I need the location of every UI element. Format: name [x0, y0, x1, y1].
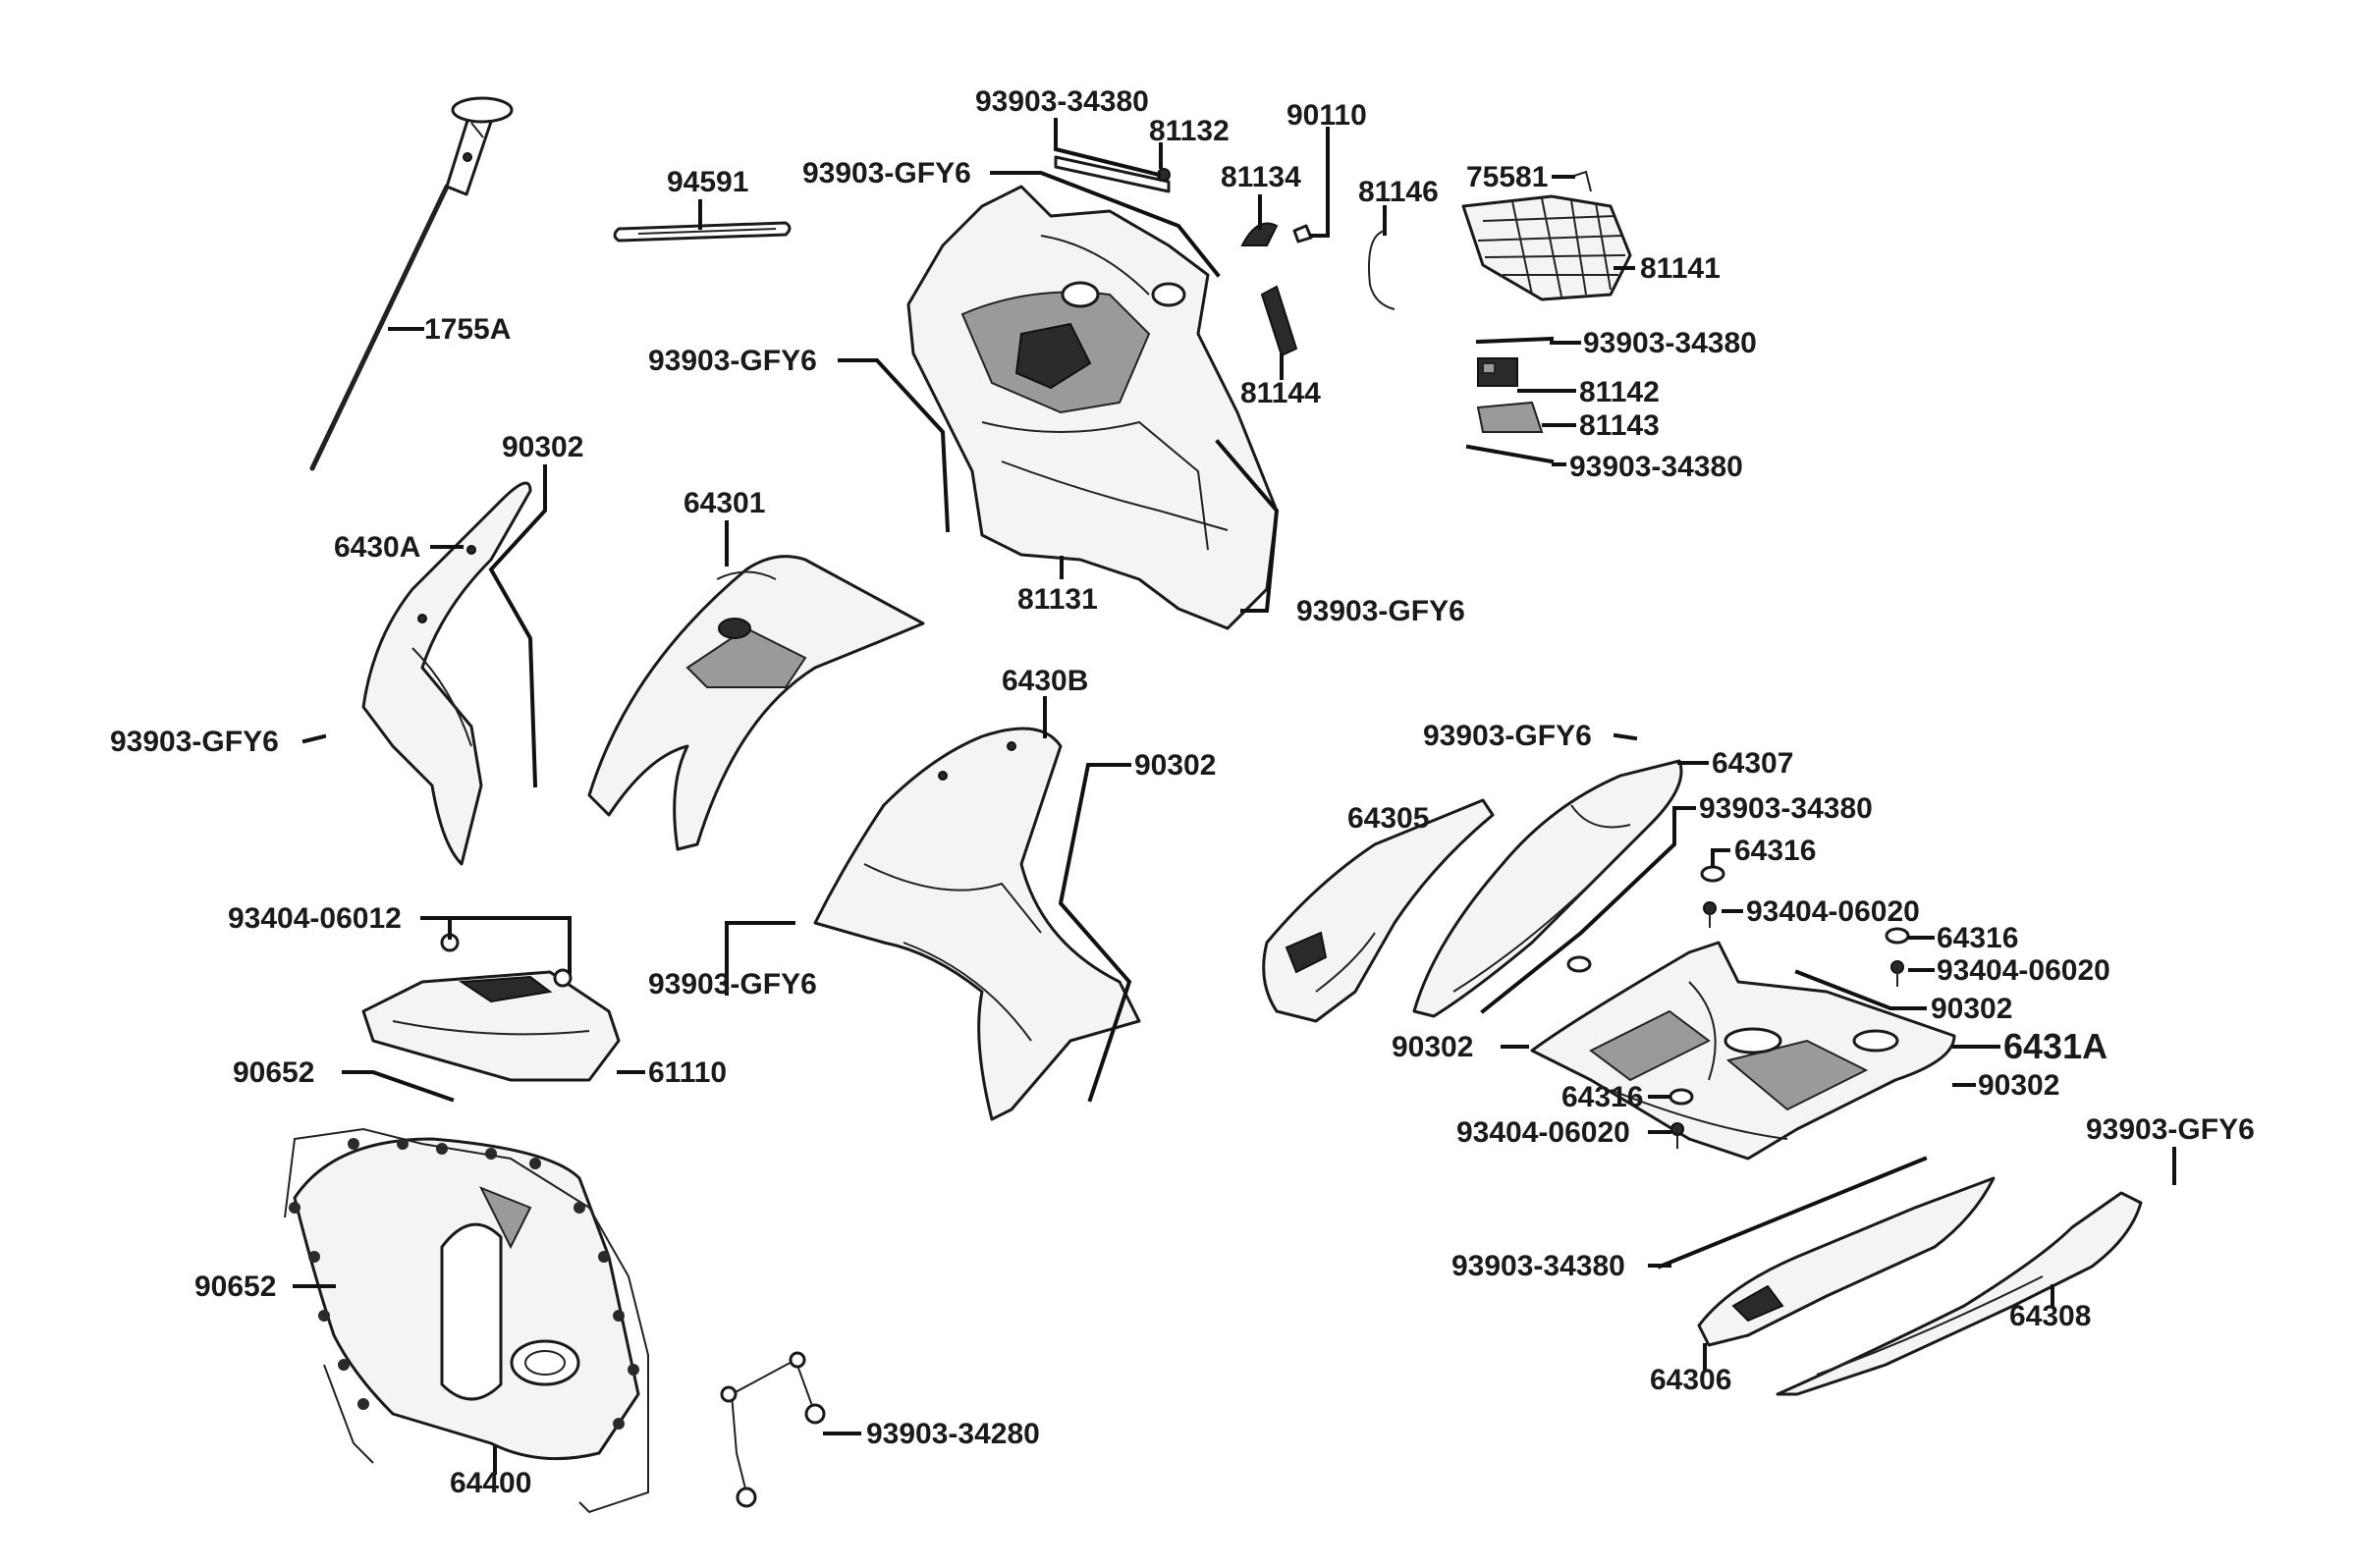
part-64307-drawing [1412, 759, 1683, 1018]
label-64316-c: 64316 [1561, 1081, 1643, 1113]
part-90110-drawing [1292, 224, 1313, 243]
part-75581-drawing [1570, 170, 1592, 192]
part-64301-drawing [587, 555, 925, 851]
label-93903-GFY6-d: 93903-GFY6 [110, 726, 279, 758]
part-6430B-drawing [813, 727, 1141, 1121]
part-81132-drawing [1054, 155, 1171, 193]
part-81131-drawing [906, 185, 1279, 630]
label-90302-e: 90302 [1978, 1069, 2059, 1102]
label-93903-34380-b: 93903-34380 [1451, 1250, 1625, 1282]
label-93404-06012: 93404-06012 [228, 902, 402, 935]
label-61110: 61110 [648, 1056, 727, 1089]
label-93903-34380-r1: 93903-34380 [1583, 327, 1757, 359]
label-93903-34380-r2: 93903-34380 [1569, 451, 1743, 483]
part-90652-clips [284, 1127, 649, 1514]
label-81141: 81141 [1640, 252, 1721, 285]
part-81143-drawing [1476, 401, 1544, 433]
part-strip-34380-right [1465, 336, 1555, 464]
label-93903-GFY6-g: 93903-GFY6 [2086, 1113, 2255, 1146]
label-81144: 81144 [1240, 377, 1321, 409]
part-1755A-drawing [309, 96, 514, 471]
label-93903-GFY6-f: 93903-GFY6 [648, 968, 817, 1000]
label-64305: 64305 [1347, 802, 1429, 835]
label-90302-c: 90302 [1931, 993, 2012, 1025]
callout-labels: 93903-34380 81132 90110 94591 93903-GFY6… [110, 85, 2255, 1499]
label-93903-GFY6-b: 93903-GFY6 [648, 345, 817, 377]
label-1755A: 1755A [424, 313, 511, 346]
label-81142: 81142 [1579, 376, 1660, 408]
label-6430A: 6430A [334, 531, 420, 564]
label-93903-34280: 93903-34280 [866, 1418, 1040, 1450]
part-81142-drawing [1477, 357, 1518, 387]
label-64400: 64400 [450, 1467, 531, 1499]
label-93903-34380-m: 93903-34380 [1699, 792, 1873, 825]
label-6430B: 6430B [1002, 665, 1088, 697]
leader-lines [293, 118, 2176, 1475]
label-93404-06020-a: 93404-06020 [1746, 895, 1920, 928]
label-93903-34380-top: 93903-34380 [975, 85, 1149, 118]
label-64316-b: 64316 [1937, 922, 2018, 954]
label-93903-GFY6-e: 93903-GFY6 [1423, 720, 1592, 752]
label-90652-a: 90652 [233, 1056, 314, 1089]
part-93404-06020-bolts [1566, 901, 1904, 1149]
label-90302-a: 90302 [502, 431, 583, 463]
label-81146: 81146 [1358, 176, 1439, 208]
part-6430A-drawing [361, 481, 532, 866]
label-64301: 64301 [684, 487, 765, 519]
label-75581: 75581 [1466, 161, 1548, 193]
label-93903-GFY6-a: 93903-GFY6 [802, 157, 971, 189]
label-93404-06020-c: 93404-06020 [1456, 1116, 1630, 1149]
part-64305-drawing [1262, 798, 1495, 1023]
label-64306: 64306 [1650, 1364, 1731, 1396]
label-64308: 64308 [2009, 1300, 2091, 1332]
label-93404-06020-b: 93404-06020 [1937, 954, 2110, 987]
label-81143: 81143 [1579, 409, 1660, 442]
label-90652-b: 90652 [194, 1271, 276, 1303]
label-90110: 90110 [1286, 99, 1367, 132]
part-81146-drawing [1368, 230, 1395, 310]
label-81131: 81131 [1017, 583, 1098, 616]
label-81132: 81132 [1149, 115, 1230, 147]
part-6431A-drawing [1530, 941, 1956, 1161]
label-64316-a: 64316 [1734, 835, 1816, 867]
label-64307: 64307 [1712, 747, 1793, 780]
part-81141-drawing [1461, 194, 1632, 301]
part-93903-34280-screws [720, 1351, 826, 1508]
label-93903-GFY6-c: 93903-GFY6 [1296, 595, 1465, 627]
part-94591-drawing [613, 221, 792, 243]
label-94591: 94591 [667, 166, 748, 198]
label-81134: 81134 [1221, 161, 1301, 193]
part-64306-drawing [1657, 1156, 1996, 1347]
label-90302-d: 90302 [1392, 1031, 1473, 1063]
label-6431A: 6431A [2003, 1026, 2107, 1066]
part-81134-drawing [1240, 222, 1279, 246]
label-90302-b: 90302 [1134, 749, 1216, 782]
part-61110-drawing [361, 933, 621, 1082]
part-64308-drawing [1776, 1191, 2143, 1396]
part-81144-drawing [1260, 285, 1298, 357]
part-64400-drawing [289, 1137, 640, 1461]
